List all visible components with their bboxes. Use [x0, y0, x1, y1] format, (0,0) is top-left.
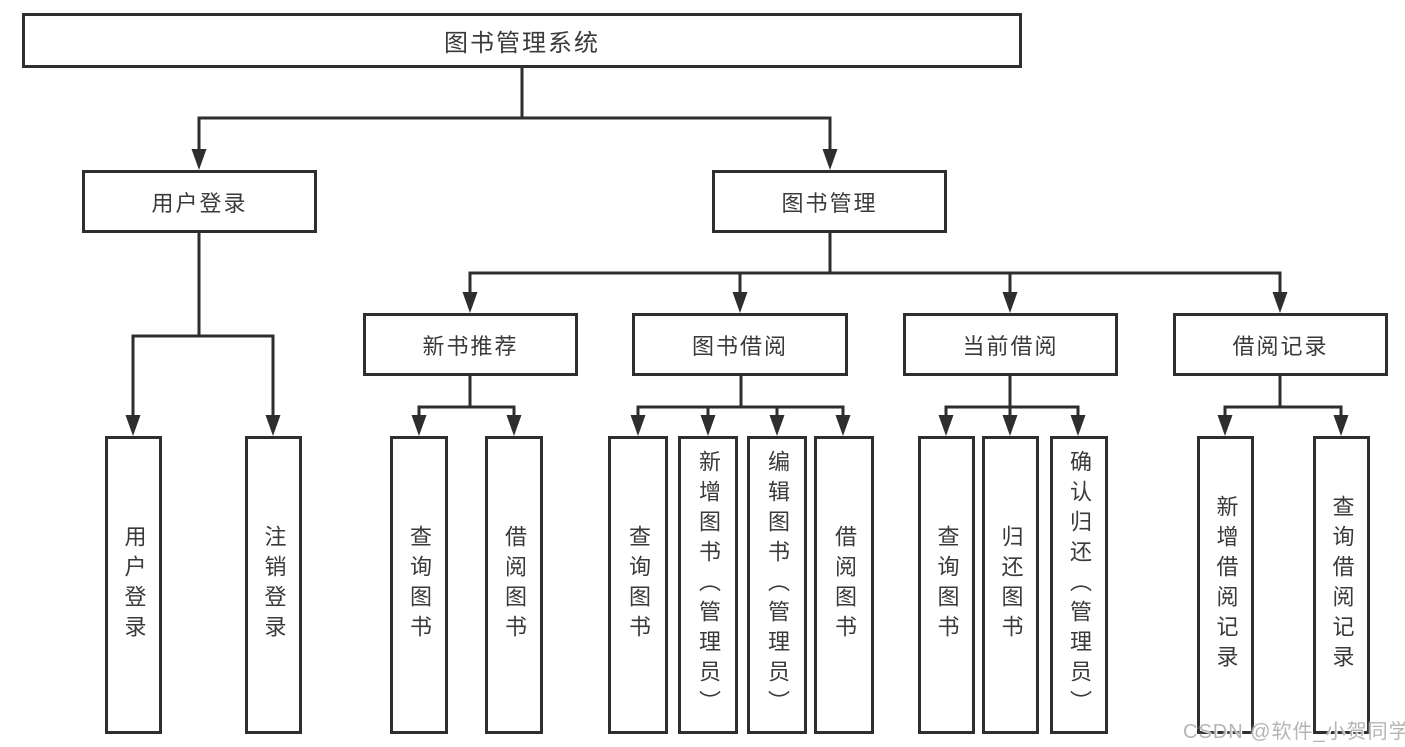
leaf-return-books: 归还图书 [982, 436, 1039, 734]
leaf-add-books-admin: 新增图书（管理员） [678, 436, 738, 734]
csdn-watermark: CSDN @软件_小贺同学 [1183, 721, 1405, 743]
node-user-login-module: 用户登录 [82, 170, 317, 233]
leaf-edit-books-admin: 编辑图书（管理员） [747, 436, 807, 734]
node-book-management: 图书管理 [712, 170, 947, 233]
leaf-logout: 注销登录 [245, 436, 302, 734]
leaf-borrow-books-recommend: 借阅图书 [485, 436, 543, 734]
leaf-query-borrow-record: 查询借阅记录 [1313, 436, 1370, 734]
leaf-add-borrow-record: 新增借阅记录 [1197, 436, 1254, 734]
leaf-borrow-books: 借阅图书 [814, 436, 874, 734]
leaf-query-books-current: 查询图书 [918, 436, 975, 734]
leaf-query-books-recommend: 查询图书 [390, 436, 448, 734]
node-library-system: 图书管理系统 [22, 13, 1022, 68]
node-book-borrowing: 图书借阅 [632, 313, 848, 376]
node-current-borrowing: 当前借阅 [903, 313, 1118, 376]
leaf-confirm-return-admin: 确认归还（管理员） [1050, 436, 1108, 734]
leaf-query-books-borrowing: 查询图书 [608, 436, 668, 734]
node-new-book-recommendation: 新书推荐 [363, 313, 578, 376]
leaf-user-login: 用户登录 [105, 436, 162, 734]
node-borrowing-records: 借阅记录 [1173, 313, 1388, 376]
